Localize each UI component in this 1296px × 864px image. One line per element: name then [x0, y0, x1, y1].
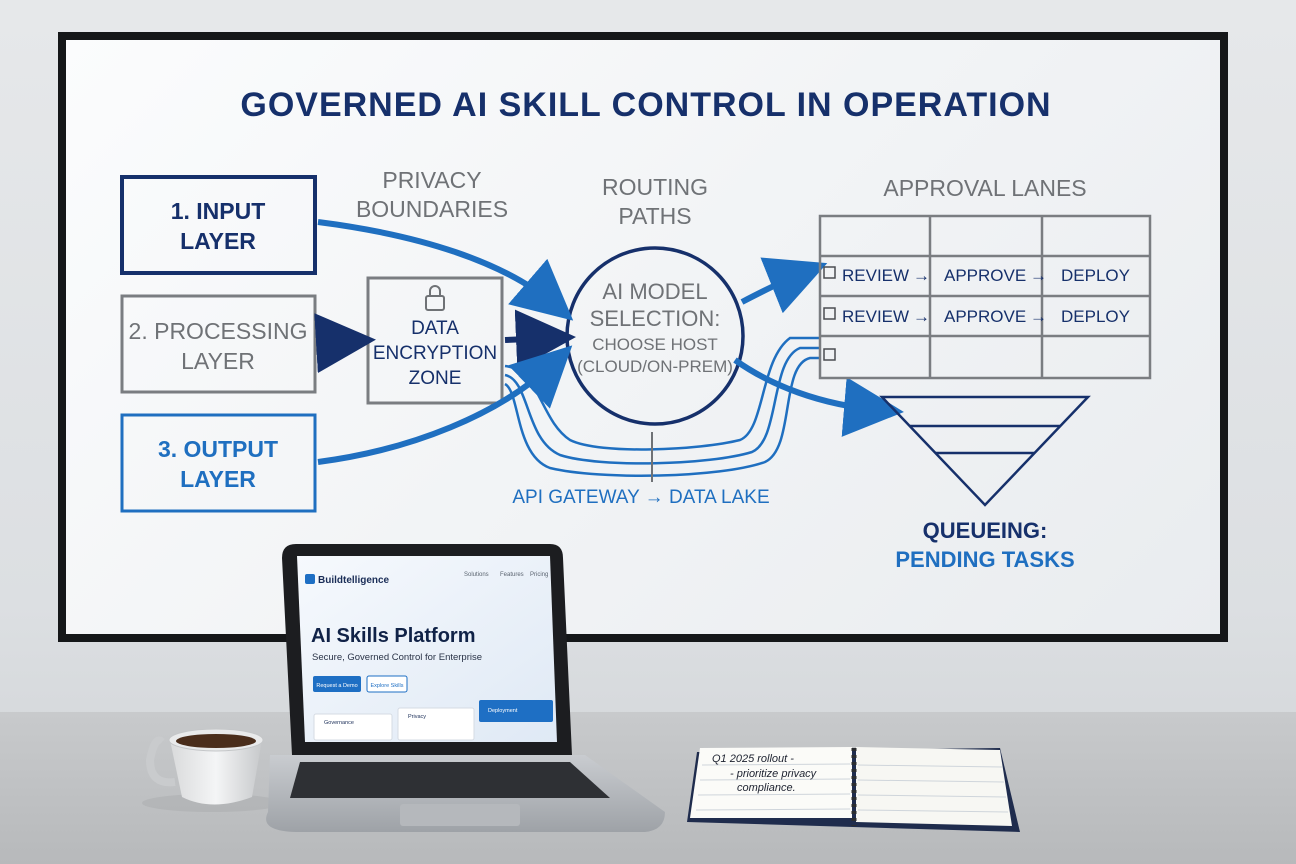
laptop-brand: Buildtelligence [318, 575, 390, 586]
model-selection-line4: (CLOUD/ON-PREM) [577, 357, 733, 376]
processing-layer-label: 2. PROCESSING [129, 318, 308, 344]
encryption-zone-line3: ZONE [409, 368, 462, 389]
note-line1: Q1 2025 rollout - [712, 753, 794, 765]
card-label-governance: Governance [324, 720, 354, 726]
privacy-label-line1: PRIVACY [382, 167, 481, 193]
arrow-output-to-model [317, 345, 573, 465]
lane1-arrow2: → [1030, 266, 1047, 285]
output-layer-sub: LAYER [180, 466, 256, 492]
note-line3: compliance. [737, 782, 796, 794]
arrow-input-to-model [317, 219, 574, 321]
output-layer-box: 3. OUTPUT LAYER [120, 413, 317, 513]
arrow-model-to-lanes [740, 257, 828, 314]
model-selection-line1: AI MODEL [602, 279, 707, 304]
card-label-deployment: Deployment [488, 708, 518, 714]
lane2-arrow2: → [1030, 307, 1047, 326]
routing-path-lines [504, 336, 820, 477]
laptop-nav-3[interactable]: Pricing [530, 572, 548, 578]
model-selection-line2: SELECTION: [590, 306, 721, 331]
encryption-zone-line2: ENCRYPTION [373, 343, 497, 364]
lane2-approve: APPROVE [944, 307, 1026, 326]
lane1-arrow1: → [913, 266, 930, 285]
routing-label-line2: PATHS [618, 203, 691, 229]
laptop-hero-title: AI Skills Platform [311, 625, 476, 647]
checkbox-icon [823, 348, 836, 361]
laptop-nav-2[interactable]: Features [500, 572, 524, 578]
privacy-label-line2: BOUNDARIES [356, 196, 508, 222]
approval-lanes-grid [818, 214, 1152, 380]
input-layer-label: 1. INPUT [171, 198, 266, 224]
feature-card-deployment[interactable] [479, 700, 553, 722]
board-title: GOVERNED AI SKILL CONTROL IN OPERATION [240, 86, 1051, 124]
gateway-label: API GATEWAY → DATA LAKE [512, 487, 769, 508]
model-selection-line3: CHOOSE HOST [592, 335, 718, 354]
lane1-deploy: DEPLOY [1061, 266, 1130, 285]
card-label-privacy: Privacy [408, 714, 426, 720]
request-demo-label: Request a Demo [316, 683, 357, 689]
encryption-zone-line1: DATA [411, 318, 459, 339]
checkbox-icon [823, 266, 836, 279]
input-layer-box: 1. INPUT LAYER [120, 175, 317, 275]
logo-icon [305, 574, 315, 584]
explore-skills-button[interactable] [366, 675, 408, 693]
lane-row-2: REVIEW → APPROVE → DEPLOY [823, 307, 1130, 326]
lane2-deploy: DEPLOY [1061, 307, 1130, 326]
notebook [687, 747, 1020, 832]
lane-row-1: REVIEW → APPROVE → DEPLOY [823, 266, 1130, 285]
queue-label-line1: QUEUEING: [923, 518, 1048, 543]
lock-icon [425, 285, 445, 311]
model-selection-circle: AI MODEL SELECTION: CHOOSE HOST (CLOUD/O… [565, 246, 745, 426]
request-demo-button[interactable] [313, 676, 361, 692]
checkbox-icon [823, 307, 836, 320]
arrow-processing-to-zone [314, 313, 376, 374]
arrow-zone-to-model [504, 309, 576, 370]
processing-layer-sub: LAYER [181, 348, 255, 374]
queue-funnel [879, 395, 1091, 507]
lane1-approve: APPROVE [944, 266, 1026, 285]
lane1-review: REVIEW [842, 266, 909, 285]
arrow-model-to-queue [733, 357, 904, 437]
feature-card-privacy[interactable] [397, 707, 475, 741]
coffee-cup [142, 728, 282, 812]
output-layer-label: 3. OUTPUT [158, 436, 278, 462]
laptop-hero-subtitle: Secure, Governed Control for Enterprise [312, 652, 482, 663]
queue-label-line2: PENDING TASKS [895, 547, 1074, 572]
encryption-zone-box: DATA ENCRYPTION ZONE [366, 276, 504, 405]
note-line2: - prioritize privacy [730, 768, 818, 780]
routing-label-line1: ROUTING [602, 174, 708, 200]
lane2-review: REVIEW [842, 307, 909, 326]
explore-skills-label: Explore Skills [370, 683, 403, 689]
laptop-nav-1[interactable]: Solutions [464, 572, 489, 578]
feature-card-governance[interactable] [313, 713, 393, 741]
approval-lanes-label: APPROVAL LANES [883, 175, 1086, 201]
lane2-arrow1: → [913, 307, 930, 326]
input-layer-sub: LAYER [180, 228, 256, 254]
processing-layer-box: 2. PROCESSING LAYER [120, 294, 317, 394]
